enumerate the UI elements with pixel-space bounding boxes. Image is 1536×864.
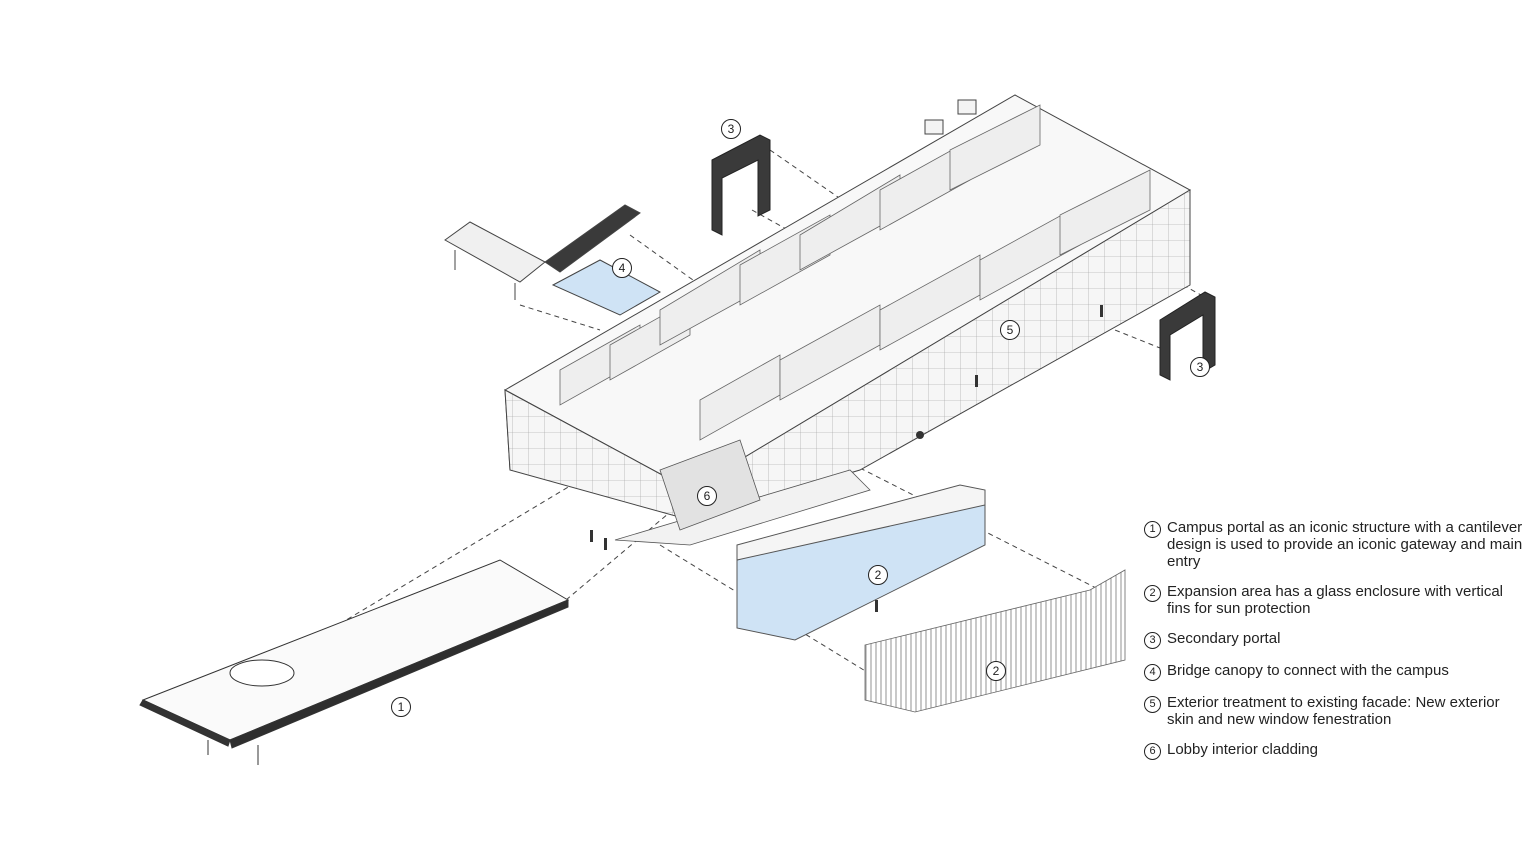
legend-item-2: 2 Expansion area has a glass enclosure w… — [1144, 583, 1524, 617]
legend-item-5: 5 Exterior treatment to existing facade:… — [1144, 694, 1524, 728]
legend-number: 3 — [1144, 632, 1161, 649]
marker-secondary-portal-upper: 3 — [721, 119, 741, 139]
sun-fin-screen — [864, 569, 1126, 713]
legend-text: Bridge canopy to connect with the campus — [1167, 662, 1449, 679]
legend-item-3: 3 Secondary portal — [1144, 630, 1524, 649]
secondary-portal-upper — [711, 134, 771, 236]
bridge-canopy — [444, 204, 662, 316]
secondary-portal-right — [1159, 291, 1216, 381]
legend-number: 5 — [1144, 696, 1161, 713]
legend-item-1: 1 Campus portal as an iconic structure w… — [1144, 519, 1524, 570]
marker-fin-screen: 2 — [986, 661, 1006, 681]
legend: 1 Campus portal as an iconic structure w… — [1144, 519, 1524, 773]
marker-secondary-portal-right: 3 — [1190, 357, 1210, 377]
marker-glass-expansion: 2 — [868, 565, 888, 585]
legend-text: Secondary portal — [1167, 630, 1281, 647]
glass-expansion — [736, 484, 986, 641]
marker-bridge-canopy: 4 — [612, 258, 632, 278]
marker-lobby-cladding: 6 — [697, 486, 717, 506]
legend-number: 1 — [1144, 521, 1161, 538]
legend-text: Exterior treatment to existing facade: N… — [1167, 694, 1500, 728]
marker-campus-portal: 1 — [391, 697, 411, 717]
people-figures — [590, 305, 1103, 612]
marker-exterior-facade: 5 — [1000, 320, 1020, 340]
legend-text: Campus portal as an iconic structure wit… — [1167, 519, 1523, 570]
legend-number: 6 — [1144, 743, 1161, 760]
legend-item-4: 4 Bridge canopy to connect with the camp… — [1144, 662, 1524, 681]
lobby-entry — [614, 439, 871, 546]
legend-number: 2 — [1144, 585, 1161, 602]
legend-text: Lobby interior cladding — [1167, 741, 1318, 758]
legend-item-6: 6 Lobby interior cladding — [1144, 741, 1524, 760]
campus-portal-canopy — [139, 559, 570, 765]
legend-text: Expansion area has a glass enclosure wit… — [1167, 583, 1504, 617]
main-building — [503, 94, 1192, 521]
legend-number: 4 — [1144, 664, 1161, 681]
